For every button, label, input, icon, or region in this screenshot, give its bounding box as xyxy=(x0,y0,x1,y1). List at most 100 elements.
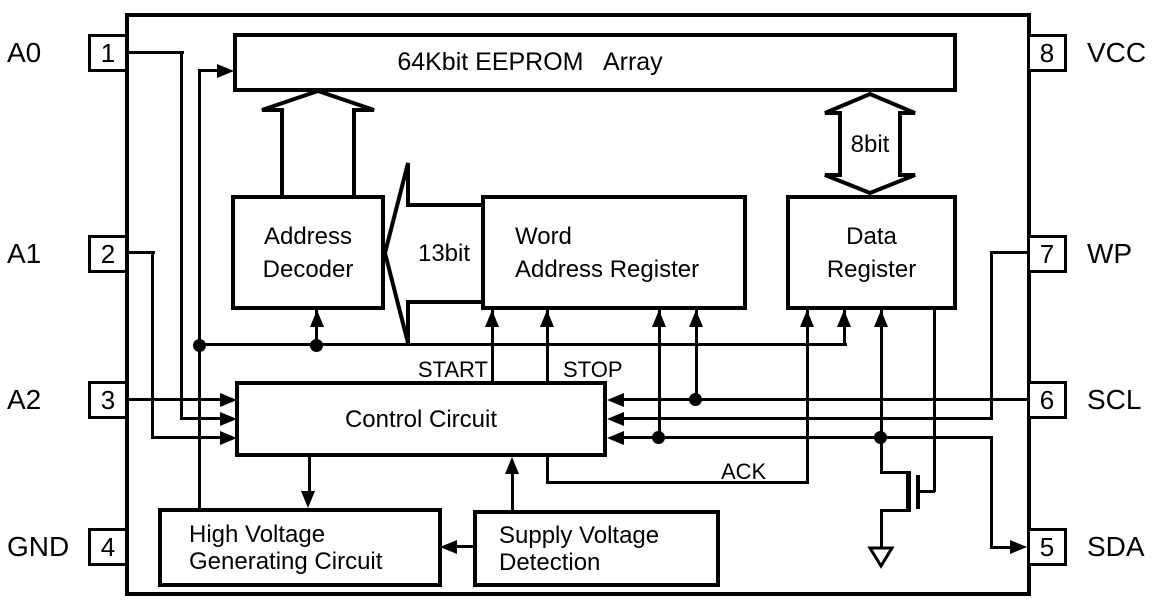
start-label: START xyxy=(417,357,488,382)
wire-mosfet-gate-v xyxy=(933,310,936,492)
wire-scl xyxy=(620,398,1028,401)
wire-hv-into-array xyxy=(198,69,221,72)
block-data-register: Data Register xyxy=(786,195,957,310)
pin-label-a1: A1 xyxy=(7,238,42,269)
address-decoder-label-line1: Address xyxy=(263,222,353,250)
pin-number-5: 5 xyxy=(1039,531,1055,562)
pin-label-wp: WP xyxy=(1087,238,1133,269)
pin-box-7: 7 xyxy=(1027,235,1067,273)
wire-a1-vertical xyxy=(151,251,154,439)
arrowhead-a0-into-control xyxy=(220,412,237,426)
wire-wp-vertical xyxy=(990,251,993,420)
pin-box-8: 8 xyxy=(1027,34,1067,72)
wire-start xyxy=(491,310,494,383)
arrowhead-into-array xyxy=(217,64,234,78)
wire-bus-to-data-register xyxy=(843,310,846,345)
pin-number-2: 2 xyxy=(100,238,116,269)
eeprom-array-label: 64Kbit EEPROM Array xyxy=(397,48,663,76)
pin-label-scl: SCL xyxy=(1087,384,1142,415)
wire-hv-vertical xyxy=(198,69,201,510)
wire-bus-horizontal xyxy=(198,343,847,346)
wire-mosfet-drain-v xyxy=(880,436,883,474)
wire-ack-down xyxy=(546,455,549,484)
mosfet-drain-h xyxy=(880,471,909,474)
wire-svd-to-hvgc xyxy=(456,545,475,548)
pin-box-4: 4 xyxy=(88,528,128,566)
junction-scl-war xyxy=(689,393,702,406)
pin-label-gnd: GND xyxy=(7,531,70,562)
pin-number-7: 7 xyxy=(1039,238,1055,269)
arrowhead-svd-into-control xyxy=(505,457,519,474)
13bit-bus-arrow xyxy=(382,162,482,344)
arrowhead-ack-into-register xyxy=(800,310,814,327)
wire-sda-vertical xyxy=(990,436,993,549)
block-control-circuit: Control Circuit xyxy=(235,381,607,457)
pin-box-5: 5 xyxy=(1027,528,1067,566)
junction-sda-register xyxy=(874,431,887,444)
wire-a1-stub xyxy=(127,251,155,254)
pin-box-6: 6 xyxy=(1027,381,1067,419)
pin-number-8: 8 xyxy=(1039,37,1055,68)
arrowhead-sda-into-control xyxy=(607,431,624,445)
junction-sda-war xyxy=(652,431,665,444)
arrowhead-wp-into-control xyxy=(607,412,624,426)
wire-stop xyxy=(546,310,549,383)
ack-label: ACK xyxy=(721,459,767,484)
wire-svd-to-control xyxy=(511,470,514,512)
block-high-voltage: High Voltage Generating Circuit xyxy=(158,508,442,587)
arrowhead-a1-into-control xyxy=(220,431,237,445)
wire-sda-tap-war xyxy=(658,310,661,439)
arrowhead-sda-into-war xyxy=(652,310,666,327)
arrowhead-into-decoder xyxy=(310,310,324,327)
block-word-address-register: Word Address Register xyxy=(481,195,747,310)
mosfet-gate-h xyxy=(918,490,935,493)
arrowhead-a2-into-control xyxy=(220,393,237,407)
arrowhead-stop-into-war xyxy=(540,310,554,327)
pin-box-3: 3 xyxy=(88,381,128,419)
arrowhead-into-sda-pin xyxy=(1010,540,1027,554)
wire-sda-to-pin xyxy=(990,546,1012,549)
block-supply-voltage: Supply Voltage Detection xyxy=(473,510,720,587)
ground-symbol xyxy=(867,546,895,569)
13bit-label: 13bit xyxy=(417,240,471,267)
pin-label-vcc: VCC xyxy=(1087,37,1147,68)
arrowhead-bus-into-register xyxy=(837,310,851,327)
stop-label: STOP xyxy=(563,357,623,382)
8bit-label: 8bit xyxy=(850,131,890,158)
pin-box-2: 2 xyxy=(88,235,128,273)
address-decoder-label-line2: Decoder xyxy=(262,255,354,283)
wire-ack-up-to-register xyxy=(806,310,809,484)
mosfet-channel-bar xyxy=(906,471,911,512)
arrowhead-into-hvgc-top xyxy=(301,491,315,508)
block-address-decoder: Address Decoder xyxy=(231,195,385,310)
supply-voltage-label-line2: Detection xyxy=(499,548,601,576)
wire-a0-stub xyxy=(127,51,184,54)
mosfet-source-v xyxy=(880,509,883,549)
wire-a0-vertical xyxy=(180,51,183,420)
data-register-label-line1: Data xyxy=(846,222,897,250)
high-voltage-label-line2: Generating Circuit xyxy=(189,547,383,575)
wire-wp-stub xyxy=(990,251,1028,254)
wire-control-to-hvgc xyxy=(308,453,311,495)
pin-box-1: 1 xyxy=(88,34,128,72)
pin-label-sda: SDA xyxy=(1087,531,1145,562)
pin-number-6: 6 xyxy=(1039,384,1055,415)
junction-hv-bus xyxy=(193,339,206,352)
arrowhead-start-into-war xyxy=(485,310,499,327)
wire-ack-horizontal xyxy=(546,481,809,484)
arrowhead-scl-into-control xyxy=(607,393,624,407)
word-address-register-label-line1: Word xyxy=(515,222,572,250)
pin-number-1: 1 xyxy=(100,37,116,68)
block-eeprom-array: 64Kbit EEPROM Array xyxy=(233,33,957,92)
8bit-bus-arrow xyxy=(824,91,916,196)
wire-scl-tap-war xyxy=(695,310,698,401)
control-circuit-label: Control Circuit xyxy=(344,405,498,433)
supply-voltage-label-line1: Supply Voltage xyxy=(499,521,660,549)
chip-outline xyxy=(125,13,1031,596)
high-voltage-label-line1: High Voltage xyxy=(189,520,326,548)
wire-sda-tap-register xyxy=(880,310,883,440)
word-address-register-label-line2: Address Register xyxy=(515,255,700,283)
junction-bus-decoder xyxy=(310,339,323,352)
pin-label-a2: A2 xyxy=(7,384,42,415)
